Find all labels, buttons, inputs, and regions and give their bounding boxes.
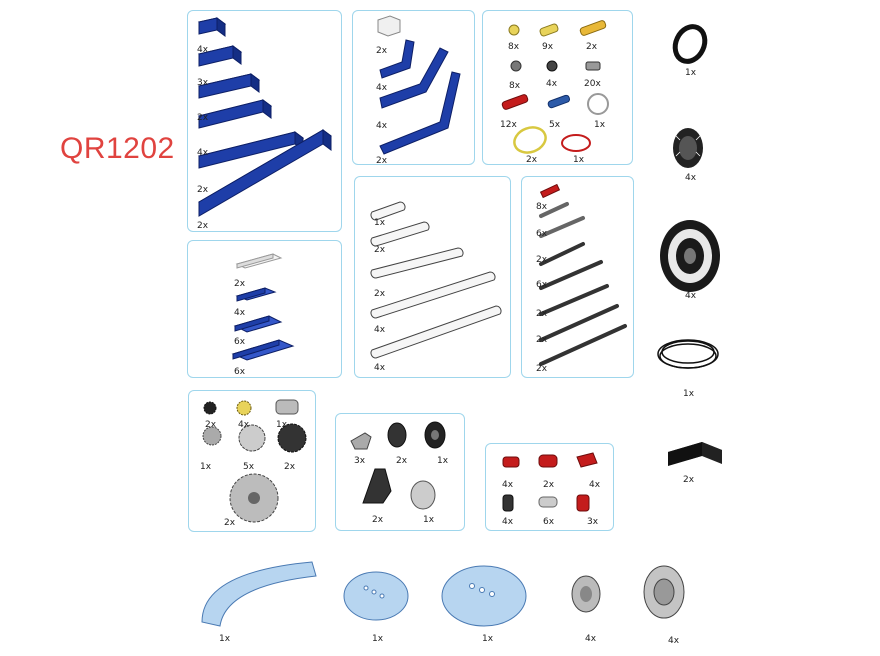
count-label: 4x [668, 636, 680, 646]
count-label: 1x [374, 218, 386, 228]
count-label: 6x [234, 367, 246, 377]
count-label: 6x [536, 280, 548, 290]
count-label: 2x [376, 46, 388, 56]
count-label: 4x [376, 83, 388, 93]
count-label: 2x [543, 480, 555, 490]
count-label: 4x [502, 480, 514, 490]
count-label: 2x [197, 185, 209, 195]
count-label: 8x [508, 42, 520, 52]
count-label: 8x [509, 81, 521, 91]
misc-pieces-illustration [350, 421, 446, 510]
count-label: 5x [549, 120, 561, 130]
count-label: 2x [536, 309, 548, 319]
count-label: 2x [205, 420, 217, 430]
count-label: 1x [276, 420, 288, 430]
count-label: 4x [585, 634, 597, 644]
loose-parts-illustration [657, 24, 722, 466]
gears-illustration [202, 399, 307, 523]
count-label: 4x [685, 291, 697, 301]
count-label: 1x [437, 456, 449, 466]
count-label: 4x [234, 308, 246, 318]
count-label: 2x [374, 245, 386, 255]
count-label: 8x [536, 202, 548, 212]
count-label: 1x [594, 120, 606, 130]
count-label: 2x [536, 335, 548, 345]
count-label: 4x [685, 173, 697, 183]
count-label: 2x [197, 221, 209, 231]
red-connectors-illustration [502, 452, 598, 512]
count-label: 2x [224, 518, 236, 528]
count-label: 12x [500, 120, 517, 130]
count-label: 2x [284, 462, 296, 472]
count-label: 4x [197, 148, 209, 158]
box-axles [521, 176, 634, 378]
count-label: 2x [683, 475, 695, 485]
count-label: 2x [396, 456, 408, 466]
count-label: 4x [197, 45, 209, 55]
count-label: 4x [238, 420, 250, 430]
count-label: 2x [536, 255, 548, 265]
set-code: QR1202 [60, 132, 175, 165]
count-label: 4x [374, 325, 386, 335]
count-label: 1x [423, 515, 435, 525]
count-label: 2x [374, 289, 386, 299]
count-label: 20x [584, 79, 601, 89]
count-label: 9x [542, 42, 554, 52]
count-label: 3x [197, 78, 209, 88]
count-label: 1x [219, 634, 231, 644]
angled-beams-illustration [377, 15, 461, 155]
count-label: 4x [374, 363, 386, 373]
count-label: 2x [586, 42, 598, 52]
count-label: 4x [546, 79, 558, 89]
count-label: 4x [502, 517, 514, 527]
count-label: 1x [683, 389, 695, 399]
box-connectors [482, 10, 633, 165]
count-label: 1x [482, 634, 494, 644]
count-label: 3x [354, 456, 366, 466]
bottom-parts-illustration [201, 561, 685, 627]
count-label: 2x [197, 113, 209, 123]
plates-illustration [231, 253, 295, 361]
count-label: 1x [573, 155, 585, 165]
count-label: 2x [376, 156, 388, 166]
count-label: 3x [587, 517, 599, 527]
count-label: 6x [536, 229, 548, 239]
count-label: 5x [243, 462, 255, 472]
count-label: 2x [372, 515, 384, 525]
count-label: 1x [685, 68, 697, 78]
count-label: 6x [543, 517, 555, 527]
count-label: 4x [376, 121, 388, 131]
count-label: 2x [526, 155, 538, 165]
count-label: 4x [589, 480, 601, 490]
count-label: 1x [200, 462, 212, 472]
count-label: 6x [234, 337, 246, 347]
white-liftarms-illustration [370, 201, 502, 359]
connectors-illustration [501, 20, 609, 154]
blue-beams-illustration [197, 17, 332, 217]
count-label: 2x [536, 364, 548, 374]
axles-illustration [539, 183, 627, 366]
count-label: 1x [372, 634, 384, 644]
count-label: 2x [234, 279, 246, 289]
